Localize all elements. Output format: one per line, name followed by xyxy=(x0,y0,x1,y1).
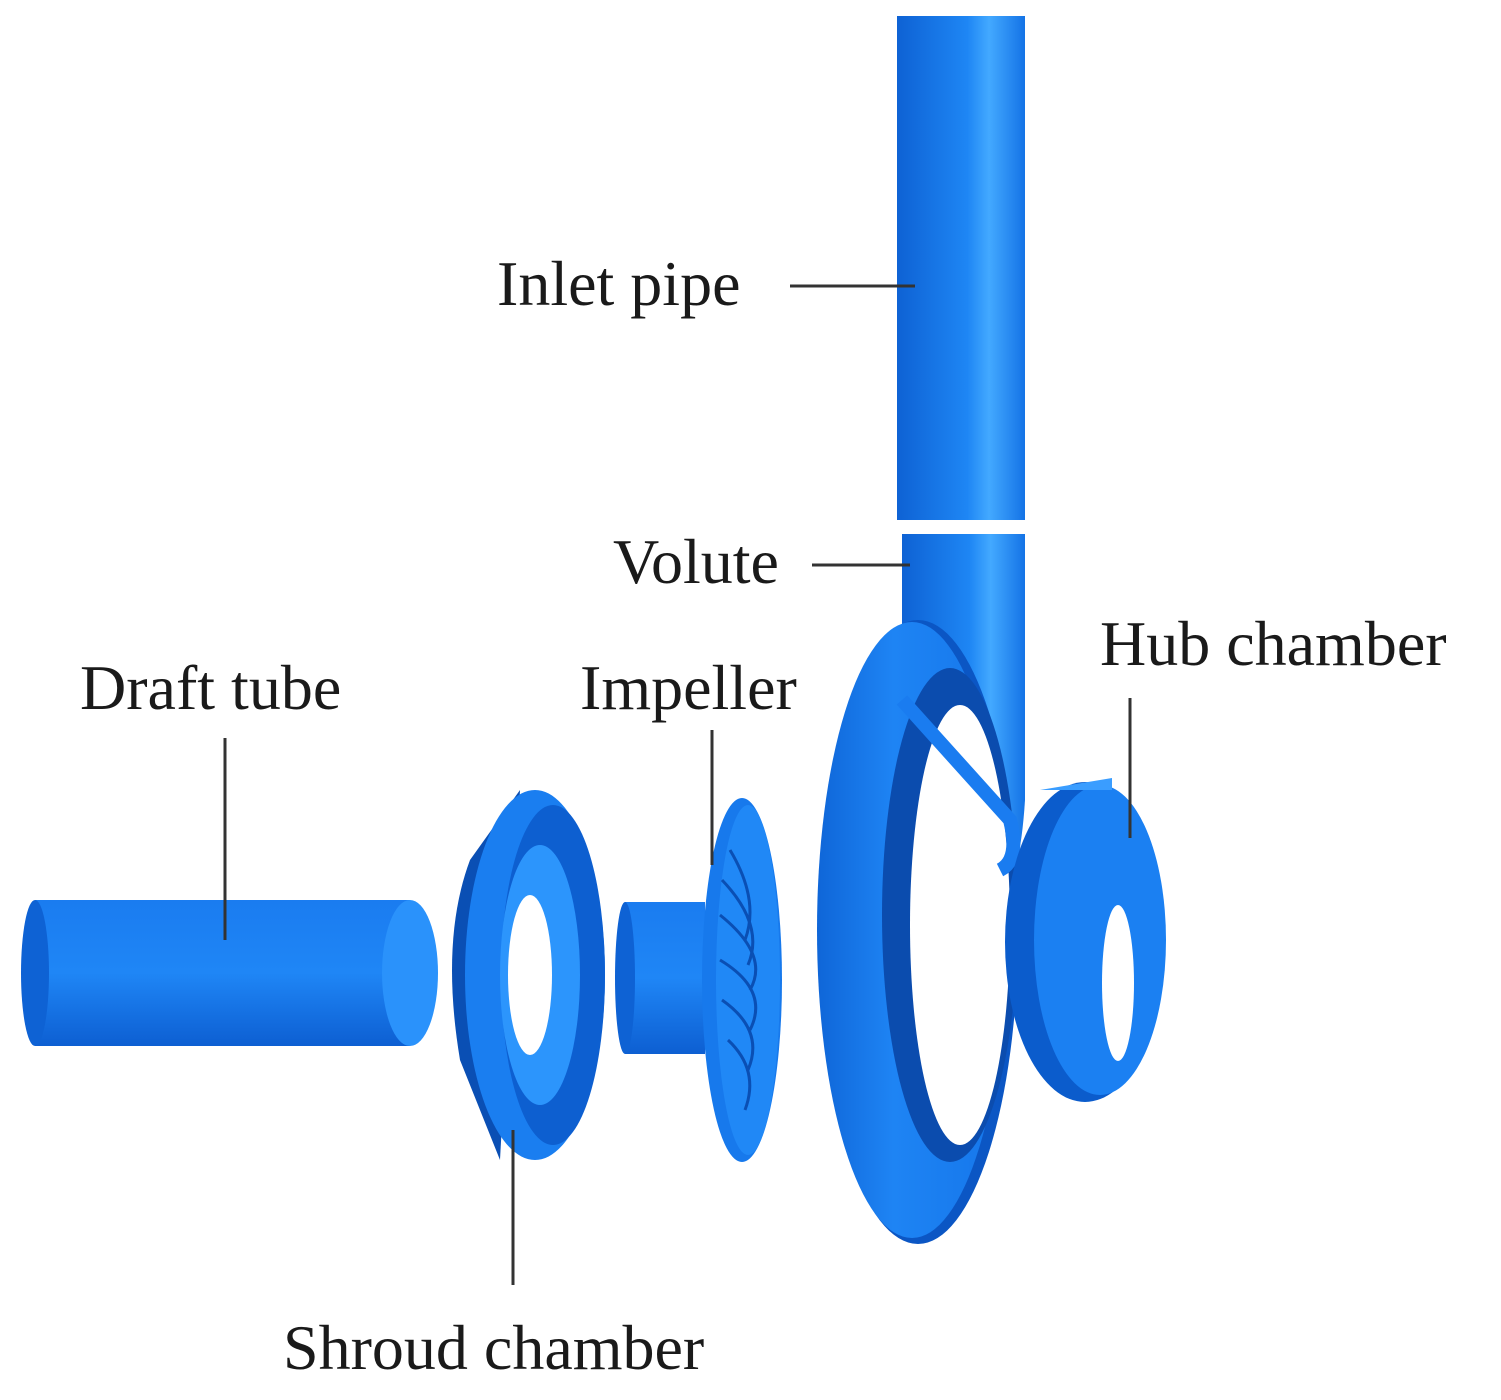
hub-chamber-shape xyxy=(1005,778,1166,1102)
label-hub-chamber: Hub chamber xyxy=(1100,608,1447,679)
label-shroud-chamber: Shroud chamber xyxy=(283,1312,705,1383)
label-inlet-pipe: Inlet pipe xyxy=(497,248,741,319)
draft-tube-shape xyxy=(21,900,438,1046)
volute-shape xyxy=(817,534,1025,1244)
label-volute: Volute xyxy=(613,526,779,597)
shroud-chamber-shape xyxy=(452,790,605,1160)
leader-lines xyxy=(223,284,1132,1285)
label-impeller: Impeller xyxy=(580,652,797,723)
impeller-shape xyxy=(615,798,782,1162)
label-draft-tube: Draft tube xyxy=(80,652,342,723)
inlet-pipe-shape xyxy=(897,16,1025,524)
